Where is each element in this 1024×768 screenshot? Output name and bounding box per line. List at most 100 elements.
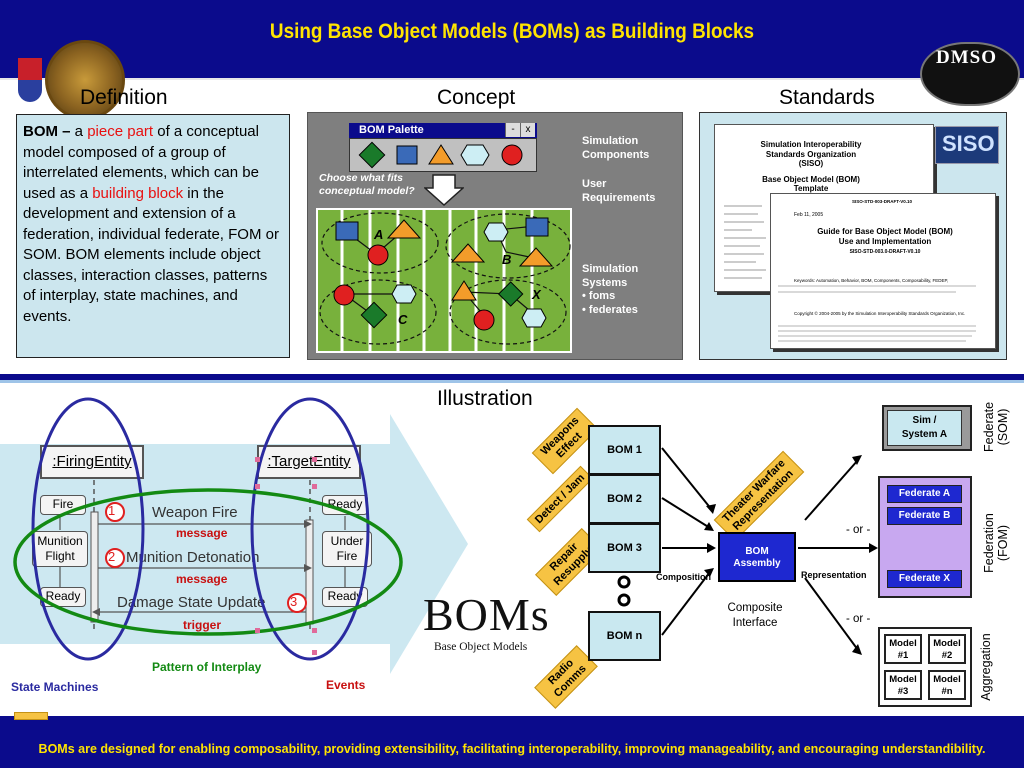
palette-diamond-shape[interactable] [358, 141, 386, 169]
palette-window-controls: - x [505, 123, 535, 137]
federate-a-box: Federate A [887, 485, 962, 503]
field-diagram [319, 208, 571, 353]
firing-entity-box: :FiringEntity [40, 445, 144, 479]
sim-sys-line4: • federates [582, 303, 638, 316]
sim-sys-line3: • foms [582, 290, 616, 302]
use-guide-header: Guide for Base Object Model (BOM) Use an… [800, 227, 970, 258]
illustration-heading: Illustration [437, 387, 533, 410]
or-label-2: - or - [846, 613, 871, 625]
palette-shapes [358, 141, 523, 169]
concept-heading: Concept [437, 86, 516, 109]
doc2-copyright: Copyright © 2004-2005 by the Simulation … [794, 311, 966, 316]
header-bar [0, 0, 1024, 78]
assembly-line1: BOM [745, 546, 769, 557]
sequence-diagram [59, 480, 346, 630]
assembly-diagram [617, 447, 934, 655]
bom-1-box: BOM 1 [588, 425, 661, 475]
simulation-systems-label: Simulation Systems • foms • federates [582, 263, 638, 317]
modeln-line2: #n [941, 686, 953, 697]
palette-square-shape[interactable] [396, 145, 418, 165]
siso-logo [935, 126, 999, 164]
group-b-triangle-2 [518, 247, 554, 267]
state-ready-left: Ready [40, 587, 86, 607]
group-a-circle [367, 244, 389, 266]
model-n-box: Model #n [928, 670, 966, 700]
munition-line1: Munition [37, 534, 83, 548]
palette-minimize-button[interactable]: - [505, 123, 520, 137]
representation-label: Representation [801, 570, 867, 580]
doc1-line2: Standards Organization [765, 149, 857, 159]
composite-line1: Composite [727, 602, 783, 614]
doc2-keywords: Keywords: Automation, Behavior, BOM, Com… [794, 278, 949, 283]
group-a-square [335, 221, 359, 241]
composite-line2: Interface [732, 617, 778, 629]
pattern-of-interplay-label: Pattern of Interplay [152, 660, 262, 674]
choose-question: Choose what fits conceptual model? [319, 172, 415, 198]
use-guide-document [770, 193, 996, 349]
bom-term: BOM – [23, 123, 71, 140]
group-c-diamond [360, 301, 388, 329]
doc1-line4: Base Object Model (BOM) Template [762, 174, 860, 194]
trigger-label: trigger [183, 618, 222, 632]
definition-box: BOM – a piece part of a conceptual model… [16, 114, 290, 358]
sim-system-a-box: Sim / System A [887, 410, 962, 446]
down-arrow-icon [424, 174, 464, 206]
group-x-diamond [497, 281, 524, 307]
federate-x-box: Federate X [887, 570, 962, 588]
group-c-outline [319, 279, 437, 345]
building-block-highlight: building block [92, 184, 184, 202]
header-underline [0, 78, 1024, 80]
weapon-fire-step: Weapon Fire [152, 504, 238, 521]
group-x-hexagon [521, 308, 547, 328]
seal-logo [45, 40, 125, 120]
group-b-triangle [450, 243, 486, 263]
model-3-box: Model #3 [884, 670, 922, 700]
palette-hexagon-shape[interactable] [460, 144, 490, 166]
footer-logo-fragment [14, 712, 48, 720]
federation-fom-line2: (FOM) [996, 524, 1010, 562]
palette-triangle-shape[interactable] [428, 144, 454, 165]
doc2-line2: Use and Implementation [838, 236, 932, 246]
doc1-line1: Simulation Interoperability [760, 140, 862, 149]
slide-title: Using Base Object Models (BOMs) as Build… [269, 20, 755, 43]
aggregation-label: Aggregation [979, 633, 993, 701]
sim-comp-line2: Components [582, 148, 650, 161]
sim-sys-line2: Systems [582, 276, 628, 289]
state-under-fire: Under Fire [322, 531, 372, 567]
definition-text-2: of a conceptual model composed of a grou… [23, 123, 259, 202]
group-c-circle [333, 284, 355, 306]
doc2-line3: SISO-STD-003.0-DRAFT-V0.10 [849, 249, 921, 255]
palette-circle-shape[interactable] [501, 144, 523, 166]
dmso-logo-text: DMSO [936, 47, 997, 68]
federation-fom-label: Federation (FOM) [982, 498, 1012, 588]
munition-line2: Flight [45, 549, 75, 563]
group-c-hexagon [391, 284, 417, 304]
model3-line2: #3 [897, 686, 909, 697]
state-machines-label: State Machines [11, 680, 99, 694]
group-x-triangle [451, 280, 477, 301]
simulation-components-label: Simulation Components [582, 135, 649, 162]
doc1-text-lines [724, 205, 766, 279]
group-a-triangle [386, 219, 422, 239]
group-b-square [525, 217, 549, 237]
federate-som-line2: (SOM) [996, 408, 1010, 446]
pattern-oval [13, 488, 403, 636]
palette-close-button[interactable]: x [520, 123, 535, 137]
definition-text-1: a [70, 123, 88, 140]
model2-line2: #2 [941, 650, 953, 661]
section-separator [0, 374, 1024, 380]
step3-number: 3 [290, 594, 298, 609]
definition-heading: Definition [80, 86, 168, 109]
model-1-box: Model #1 [884, 634, 922, 664]
choose-question-line1: Choose what fits [319, 172, 404, 184]
state-munition-flight: Munition Flight [32, 531, 88, 567]
piece-part-highlight: piece part [87, 123, 154, 140]
choose-question-line2: conceptual model? [319, 185, 415, 197]
model3-line1: Model [889, 674, 917, 685]
events-label: Events [326, 678, 366, 692]
doc2-line1: Guide for Base Object Model (BOM) [817, 227, 953, 236]
model1-line2: #1 [897, 650, 909, 661]
federate-som-label: Federate (SOM) [982, 387, 1012, 467]
federate-b-box: Federate B [887, 507, 962, 525]
damage-state-update-step: Damage State Update [117, 594, 266, 611]
